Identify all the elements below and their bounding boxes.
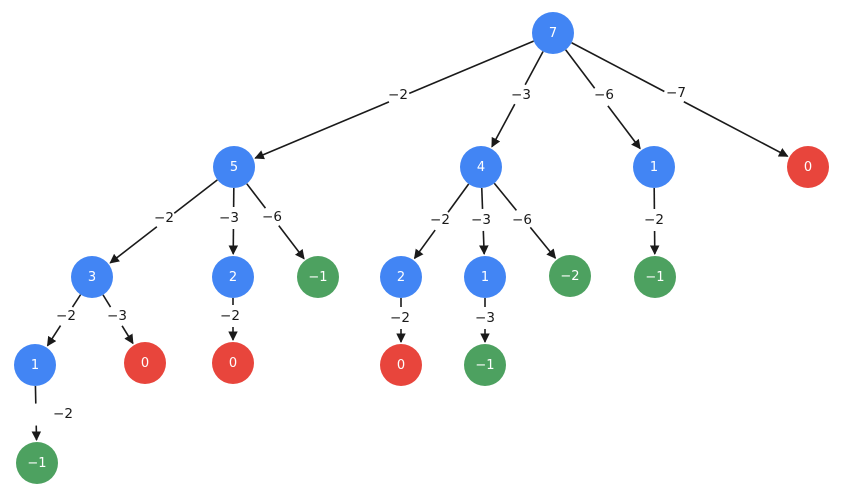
node-label: 4 — [477, 160, 485, 175]
node-circle-blue[interactable] — [633, 146, 675, 188]
node-label: 7 — [549, 26, 557, 41]
node-label: 2 — [397, 270, 405, 285]
tree-node[interactable]: 5 — [213, 146, 255, 188]
edge-segment — [102, 294, 112, 308]
node-label: 1 — [650, 160, 658, 175]
edge-segment — [565, 49, 596, 89]
node-circle-blue[interactable] — [71, 256, 113, 298]
tree-node[interactable]: −1 — [464, 344, 506, 386]
edge-arrow — [413, 229, 436, 260]
node-label: 1 — [481, 270, 489, 285]
edge-label: −2 — [388, 87, 408, 103]
edge-arrow — [683, 101, 789, 158]
edge-arrow — [121, 325, 134, 345]
node-circle-red[interactable] — [787, 146, 829, 188]
node-circle-green[interactable] — [464, 344, 506, 386]
edge-label: −6 — [594, 87, 614, 103]
edge-arrow — [278, 225, 305, 260]
node-circle-red[interactable] — [212, 342, 254, 384]
edge-label: −3 — [219, 210, 239, 226]
edge-segment — [480, 187, 484, 209]
edge-label: −2 — [390, 310, 410, 326]
edge-label: −2 — [220, 308, 240, 324]
edges-layer — [31, 40, 789, 441]
edge-label: −2 — [154, 210, 174, 226]
node-label: 0 — [804, 160, 812, 175]
edge-label: −2 — [430, 212, 450, 228]
tree-node[interactable]: 2 — [380, 256, 422, 298]
node-label: −1 — [645, 270, 664, 285]
edge-segment — [447, 183, 470, 213]
node-circle-red[interactable] — [380, 344, 422, 386]
node-circle-blue[interactable] — [212, 256, 254, 298]
edge-segment — [493, 182, 518, 211]
tree-node[interactable]: −1 — [634, 256, 676, 298]
tree-node[interactable]: 1 — [633, 146, 675, 188]
node-label: 1 — [31, 358, 39, 373]
tree-node[interactable]: 0 — [124, 342, 166, 384]
node-circle-blue[interactable] — [14, 344, 56, 386]
tree-node[interactable]: −1 — [297, 256, 339, 298]
tree-node[interactable]: 7 — [532, 12, 574, 54]
edge-arrow — [254, 101, 390, 160]
edge-label: −2 — [644, 212, 664, 228]
edge-label: −6 — [262, 209, 282, 225]
node-circle-blue[interactable] — [380, 256, 422, 298]
node-circle-green[interactable] — [297, 256, 339, 298]
edge-label: −6 — [512, 212, 532, 228]
nodes-layer: 7 5 4 1 0 3 2 −1 2 1 −2 −1 1 0 0 0 −1 −1 — [14, 12, 829, 484]
edge-label: −3 — [475, 310, 495, 326]
edge-arrow — [529, 226, 557, 259]
node-circle-blue[interactable] — [532, 12, 574, 54]
edge-label: −2 — [53, 406, 73, 422]
node-label: −1 — [27, 456, 46, 471]
edge-label: −7 — [666, 85, 686, 101]
tree-node[interactable]: 0 — [380, 344, 422, 386]
edge-label: −3 — [107, 308, 127, 324]
node-label: 0 — [141, 356, 149, 371]
edge-label: −3 — [471, 212, 491, 228]
node-label: 0 — [229, 356, 237, 371]
node-label: −2 — [560, 269, 579, 284]
tree-node[interactable]: −2 — [549, 255, 591, 297]
edge-label: −3 — [511, 87, 531, 103]
node-circle-green[interactable] — [16, 442, 58, 484]
node-label: 2 — [229, 270, 237, 285]
tree-node[interactable]: 2 — [212, 256, 254, 298]
node-label: 3 — [88, 270, 96, 285]
tree-node[interactable]: 1 — [464, 256, 506, 298]
node-circle-blue[interactable] — [213, 146, 255, 188]
node-circle-green[interactable] — [634, 256, 676, 298]
edge-segment — [173, 179, 218, 214]
edge-labels-layer: −2 −3 −6 −7 −2 −3 −6 −2 −3 −6 −2 −2 −3 −2 −2 −3 −2 — [53, 85, 686, 422]
edge-arrow — [46, 325, 62, 347]
tree-node[interactable]: 0 — [212, 342, 254, 384]
edge-segment — [408, 40, 534, 95]
edge-segment — [71, 294, 82, 308]
tree-node[interactable]: 3 — [71, 256, 113, 298]
edge-label: −2 — [56, 308, 76, 324]
edge-arrow — [479, 230, 489, 255]
tree-node[interactable]: 4 — [460, 146, 502, 188]
tree-node[interactable]: 1 — [14, 344, 56, 386]
edge-arrow — [491, 103, 516, 148]
edge-arrow — [607, 105, 641, 150]
node-circle-blue[interactable] — [460, 146, 502, 188]
node-circle-green[interactable] — [549, 255, 591, 297]
node-circle-blue[interactable] — [464, 256, 506, 298]
tree-node[interactable]: 0 — [787, 146, 829, 188]
edge-arrow — [109, 226, 158, 264]
edge-segment — [246, 183, 267, 209]
node-label: −1 — [475, 358, 494, 373]
node-label: 5 — [230, 160, 238, 175]
node-label: −1 — [308, 270, 327, 285]
tree-node[interactable]: −1 — [16, 442, 58, 484]
edge-segment — [571, 42, 665, 93]
node-label: 0 — [397, 358, 405, 373]
edge-segment — [524, 51, 544, 86]
node-circle-red[interactable] — [124, 342, 166, 384]
